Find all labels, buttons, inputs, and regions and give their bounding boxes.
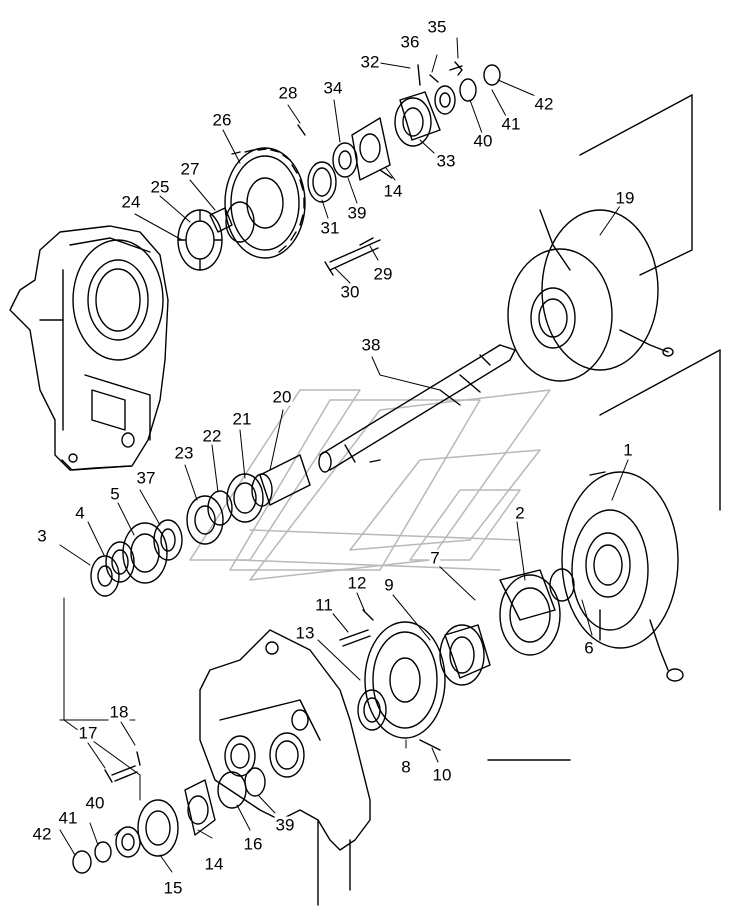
callout-2: 2 <box>514 503 526 523</box>
callout-1: 1 <box>622 440 634 460</box>
callout-10: 10 <box>431 765 453 785</box>
callout-39-upper: 39 <box>346 203 368 223</box>
callout-42-lower: 42 <box>31 824 53 844</box>
callout-12: 12 <box>346 573 368 593</box>
left-bearing-stack <box>90 522 168 597</box>
upper-end-hardware <box>394 61 501 147</box>
callout-4: 4 <box>74 503 86 523</box>
callout-11: 11 <box>314 595 334 615</box>
inner-spacers <box>153 454 311 561</box>
callout-20: 20 <box>271 387 293 407</box>
callout-34: 34 <box>322 78 344 98</box>
callout-32: 32 <box>359 52 381 72</box>
callout-22: 22 <box>201 426 223 446</box>
callout-40-upper: 40 <box>472 131 494 151</box>
callout-40-lower: 40 <box>84 793 106 813</box>
callout-29: 29 <box>372 264 394 284</box>
callout-23: 23 <box>173 443 195 463</box>
upper-pins <box>297 124 381 276</box>
callout-14-upper: 14 <box>382 181 404 201</box>
lower-end-hardware <box>72 751 266 874</box>
callout-9: 9 <box>383 575 395 595</box>
callout-35: 35 <box>426 17 448 37</box>
callout-21: 21 <box>231 409 253 429</box>
callout-26: 26 <box>211 110 233 130</box>
callout-19: 19 <box>614 188 636 208</box>
callout-18: 18 <box>108 702 130 722</box>
callout-28: 28 <box>277 83 299 103</box>
callout-33: 33 <box>435 151 457 171</box>
callout-41-upper: 41 <box>500 114 522 134</box>
callout-15: 15 <box>162 878 184 898</box>
callout-3: 3 <box>36 526 48 546</box>
callout-17: 17 <box>77 723 99 743</box>
upper-bearing <box>177 209 223 271</box>
lower-gear <box>357 621 491 739</box>
main-shaft <box>318 344 516 473</box>
callout-31: 31 <box>319 218 341 238</box>
upper-gear <box>209 147 306 259</box>
callout-42-upper: 42 <box>533 94 555 114</box>
callout-30: 30 <box>339 282 361 302</box>
upper-housing <box>9 225 169 471</box>
upper-cover <box>507 94 693 382</box>
callout-27: 27 <box>179 159 201 179</box>
callout-8: 8 <box>400 757 412 777</box>
lower-housing <box>199 629 371 906</box>
callout-24: 24 <box>120 192 142 212</box>
callout-7: 7 <box>429 548 441 568</box>
callout-39-lower: 39 <box>274 815 296 835</box>
callout-16: 16 <box>242 834 264 854</box>
callout-6: 6 <box>583 638 595 658</box>
leader-lines <box>59 37 629 873</box>
callout-41-lower: 41 <box>57 808 79 828</box>
upper-ring-set <box>307 117 393 203</box>
callout-14-lower: 14 <box>203 854 225 874</box>
callout-36: 36 <box>399 32 421 52</box>
callout-37: 37 <box>135 468 157 488</box>
callout-13: 13 <box>294 623 316 643</box>
callout-38: 38 <box>360 335 382 355</box>
lower-cover <box>487 349 721 761</box>
lower-sleeve <box>499 568 575 656</box>
callout-5: 5 <box>109 484 121 504</box>
callout-25: 25 <box>149 177 171 197</box>
